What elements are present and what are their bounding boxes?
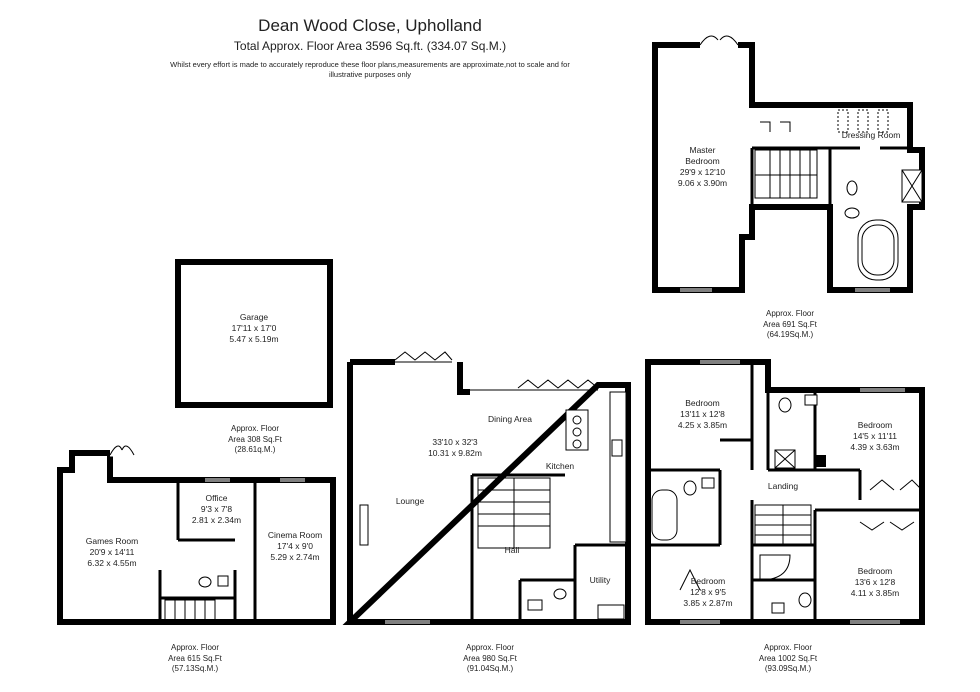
floor-area-top: Approx. Floor Area 691 Sq.Ft (64.19Sq.M.… <box>730 309 850 341</box>
floor-area-ground: Approx. Floor Area 980 Sq.Ft (91.04Sq.M.… <box>430 643 550 675</box>
room-cinema-room: Cinema Room 17'4 x 9'0 5.29 x 2.74m <box>258 530 332 563</box>
floor-area-line: (91.04Sq.M.) <box>466 664 514 673</box>
room-name: Utility <box>589 575 611 585</box>
room-name: Garage <box>239 312 269 322</box>
floor-area-line: Area 980 Sq.Ft <box>463 653 517 663</box>
floor-area-garage: Approx. Floor Area 308 Sq.Ft (28.61q.M.) <box>195 424 315 456</box>
garage-walls <box>175 259 333 408</box>
room-name: Bedroom <box>857 566 893 576</box>
room-dim-imperial: 17'4 x 9'0 <box>277 541 313 551</box>
room-name: Dressing Room <box>841 130 901 140</box>
floor-area-line: Approx. Floor <box>763 643 813 652</box>
floor-area-first: Approx. Floor Area 1002 Sq.Ft (93.09Sq.M… <box>728 643 848 675</box>
room-dim-imperial: 13'6 x 12'8 <box>854 577 896 587</box>
room-dim-metric: 4.39 x 3.63m <box>850 442 900 452</box>
floor-area-line: Area 308 Sq.Ft <box>228 434 282 444</box>
room-kitchen: Kitchen <box>542 461 578 472</box>
room-dim-imperial: 13'11 x 12'8 <box>680 409 725 419</box>
room-dim-metric: 5.29 x 2.74m <box>270 552 320 562</box>
room-name: Master <box>689 145 716 155</box>
top-floor-walls <box>652 35 925 293</box>
room-games-room: Games Room 20'9 x 14'11 6.32 x 4.55m <box>62 536 162 569</box>
room-lounge: Lounge <box>388 496 432 507</box>
first-floor-walls <box>645 359 925 625</box>
total-area: Total Approx. Floor Area 3596 Sq.ft. (33… <box>233 39 507 53</box>
room-dressing-room: Dressing Room <box>835 130 907 141</box>
room-dim-imperial: 9'3 x 7'8 <box>200 504 233 514</box>
room-name: Games Room <box>85 536 139 546</box>
room-name: Cinema Room <box>267 530 323 540</box>
floor-area-line: Approx. Floor <box>170 643 220 652</box>
room-name: Bedroom <box>685 156 720 166</box>
room-dim-imperial: 12'8 x 9'5 <box>690 587 726 597</box>
room-bedroom-top-right: Bedroom 14'5 x 11'11 4.39 x 3.63m <box>830 420 920 453</box>
floor-area-line: Approx. Floor <box>230 424 280 433</box>
room-office: Office 9'3 x 7'8 2.81 x 2.34m <box>180 493 253 526</box>
room-garage: Garage 17'11 x 17'0 5.47 x 5.19m <box>180 312 328 345</box>
room-name: Bedroom <box>857 420 893 430</box>
room-utility: Utility <box>580 575 620 586</box>
room-name: Dining Area <box>488 414 532 424</box>
disclaimer: Whilst every effort is made to accuratel… <box>170 60 570 79</box>
room-hall: Hall <box>495 545 529 556</box>
room-dim-metric: 3.85 x 2.87m <box>683 598 733 608</box>
room-name: Lounge <box>395 496 425 506</box>
room-dim-metric: 10.31 x 9.82m <box>428 448 482 458</box>
room-dim-metric: 9.06 x 3.90m <box>677 178 728 188</box>
room-dim-metric: 5.47 x 5.19m <box>229 334 279 344</box>
floor-area-line: Area 615 Sq.Ft <box>168 653 222 663</box>
room-bedroom-top-left: Bedroom 13'11 x 12'8 4.25 x 3.85m <box>655 398 750 431</box>
room-name: Office <box>205 493 228 503</box>
room-dining-area: Dining Area <box>480 414 540 425</box>
room-name: Hall <box>504 545 520 555</box>
room-dim-imperial: 14'5 x 11'11 <box>852 431 898 441</box>
floor-area-line: (64.19Sq.M.) <box>766 330 814 339</box>
room-landing: Landing <box>755 481 811 492</box>
room-name: Landing <box>767 481 799 491</box>
floor-area-lower: Approx. Floor Area 615 Sq.Ft (57.13Sq.M.… <box>135 643 255 675</box>
floor-area-line: Approx. Floor <box>765 309 815 318</box>
room-dim-imperial: 20'9 x 14'11 <box>89 547 135 557</box>
room-dim-imperial: 33'10 x 32'3 <box>432 437 478 447</box>
floor-area-line: Area 691 Sq.Ft <box>763 319 817 329</box>
room-open-plan-dims: 33'10 x 32'3 10.31 x 9.82m <box>410 437 500 459</box>
lower-floor-walls <box>57 445 336 625</box>
floor-area-line: (93.09Sq.M.) <box>764 664 812 673</box>
room-dim-metric: 6.32 x 4.55m <box>87 558 137 568</box>
plan-title: Dean Wood Close, Upholland <box>258 16 482 35</box>
floor-area-line: Approx. Floor <box>465 643 515 652</box>
room-dim-metric: 2.81 x 2.34m <box>191 515 242 525</box>
room-master-bedroom: Master Bedroom 29'9 x 12'10 9.06 x 3.90m <box>655 145 750 189</box>
floor-area-line: (28.61q.M.) <box>234 445 276 454</box>
room-dim-imperial: 29'9 x 12'10 <box>679 167 726 177</box>
room-bedroom-bottom-left: Bedroom 12'8 x 9'5 3.85 x 2.87m <box>668 576 748 609</box>
room-name: Kitchen <box>545 461 575 471</box>
room-bedroom-bottom-right: Bedroom 13'6 x 12'8 4.11 x 3.85m <box>830 566 920 599</box>
floor-area-line: Area 1002 Sq.Ft <box>758 653 818 663</box>
room-dim-imperial: 17'11 x 17'0 <box>231 323 277 333</box>
room-dim-metric: 4.25 x 3.85m <box>677 420 728 430</box>
room-dim-metric: 4.11 x 3.85m <box>850 588 900 598</box>
room-name: Bedroom <box>690 576 726 586</box>
floor-area-line: (57.13Sq.M.) <box>171 664 219 673</box>
ground-floor-walls <box>342 351 631 625</box>
room-name: Bedroom <box>685 398 720 408</box>
